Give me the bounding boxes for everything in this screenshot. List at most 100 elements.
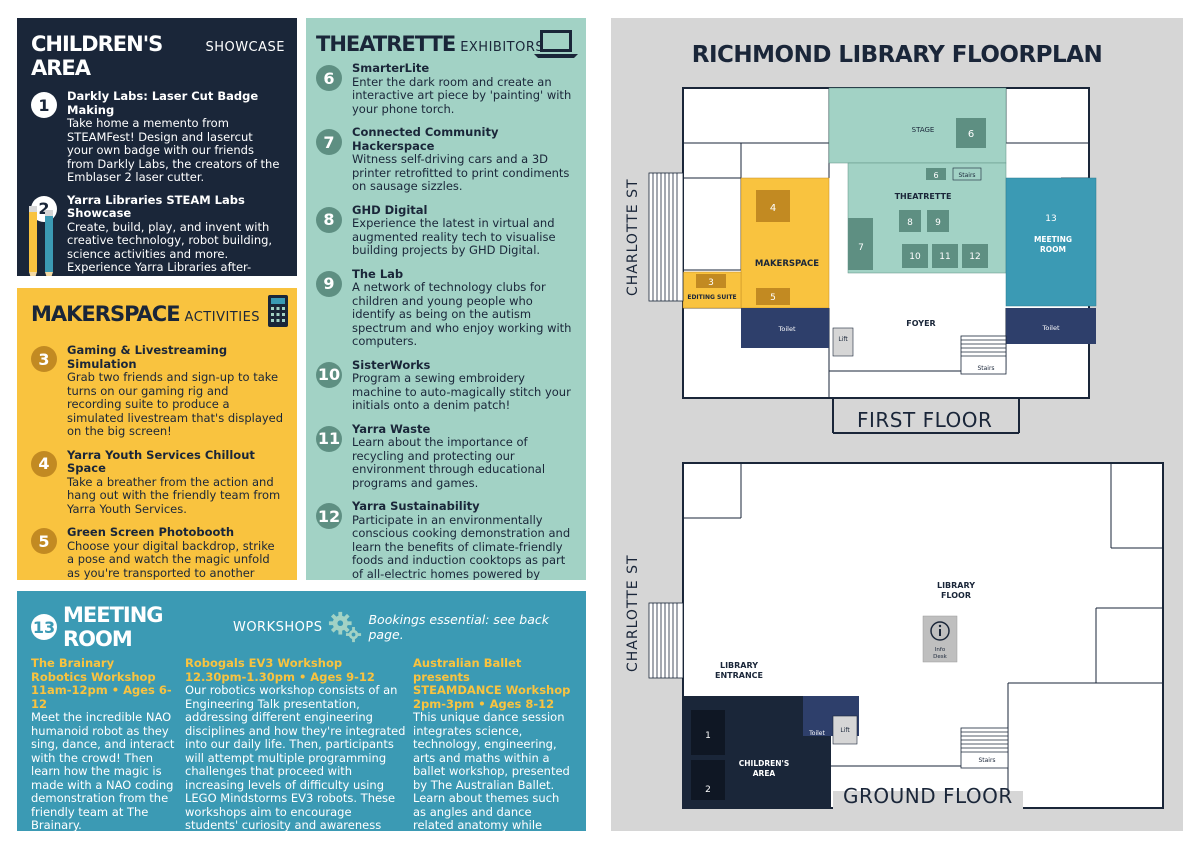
workshop-robogals: Robogals EV3 Workshop 12.30pm-1.30pm • A…	[185, 656, 407, 831]
workshop-brainary: The Brainary Robotics Workshop 11am-12pm…	[31, 656, 185, 831]
item-number: 5	[31, 528, 57, 554]
first-floor-label: FIRST FLOOR	[857, 408, 993, 432]
item-description: Take a breather from the action and hang…	[67, 474, 281, 516]
item-number: 1	[31, 92, 57, 118]
street-label: CHARLOTTE ST	[625, 178, 641, 296]
item-description: Witness self-driving cars and a 3D print…	[352, 152, 570, 193]
item-number: 9	[316, 270, 342, 297]
theatrette-room-label: THEATRETTE	[895, 192, 952, 201]
workshop-ballet: Australian Ballet presents STEAMDANCE Wo…	[413, 656, 573, 831]
list-item: 1 Darkly Labs: Laser Cut Badge Making Ta…	[31, 89, 285, 185]
item-title: Yarra Waste	[352, 421, 431, 436]
floorplan-title: RICHMOND LIBRARY FLOORPLAN	[691, 42, 1103, 68]
lift-label: Lift	[840, 727, 850, 734]
workshop-title: Robogals EV3 Workshop 12.30pm-1.30pm • A…	[185, 656, 407, 684]
childrens-area-header: CHILDREN'S AREA SHOWCASE	[31, 32, 285, 80]
item-number: 10	[316, 361, 342, 388]
meeting-room-label-line1: MEETING	[1034, 235, 1072, 244]
item-number: 8	[316, 206, 342, 233]
workshop-columns: The Brainary Robotics Workshop 11am-12pm…	[31, 656, 576, 831]
item-title: Gaming & Livestreaming Simulation	[67, 343, 228, 371]
booking-note: Bookings essential: see back page.	[368, 612, 550, 642]
item-title: Yarra Youth Services Chillout Space	[67, 447, 255, 475]
workshop-title-line: STEAMDANCE Workshop	[413, 683, 571, 697]
theatrette-header: THEATRETTE EXHIBITORS	[316, 32, 576, 56]
item-description: Create, build, play, and invent with cre…	[67, 219, 273, 276]
library-floor-label-line2: FLOOR	[941, 591, 971, 600]
editing-suite-label: EDITING SUITE	[687, 294, 736, 301]
item-description: Experience the latest in virtual and aug…	[352, 216, 556, 257]
calculator-icon	[268, 295, 288, 327]
toilet-label: Toilet	[808, 730, 825, 737]
makerspace-subtitle: ACTIVITIES	[184, 310, 261, 325]
stairs-label: Stairs	[978, 757, 995, 764]
workshop-title: The Brainary Robotics Workshop 11am-12pm…	[31, 656, 185, 711]
marker-10: 10	[909, 252, 921, 262]
workshop-time: 2pm-3pm • Ages 8-12	[413, 696, 555, 711]
marker-6-small: 6	[933, 171, 938, 180]
marker-6: 6	[968, 129, 974, 140]
marker-7: 7	[858, 243, 864, 253]
street-label: CHARLOTTE ST	[625, 554, 641, 672]
item-title: Darkly Labs: Laser Cut Badge Making	[67, 89, 259, 117]
item-number: 4	[31, 450, 57, 477]
item-description: Choose your digital backdrop, strike a p…	[67, 538, 275, 580]
library-entrance-label-line2: ENTRANCE	[715, 671, 763, 680]
laptop-icon	[534, 30, 578, 58]
item-title: Connected Community Hackerspace	[352, 125, 499, 153]
item-number: 13	[31, 614, 57, 640]
theatrette-subtitle: EXHIBITORS	[460, 40, 545, 55]
meeting-room-label-line2: ROOM	[1040, 245, 1066, 254]
item-title: SmarterLite	[352, 61, 430, 75]
library-floor-label-line1: LIBRARY	[937, 581, 975, 590]
ground-floor-label: GROUND FLOOR	[843, 784, 1013, 808]
theatrette-title: THEATRETTE	[316, 32, 456, 56]
workshop-title-line: Australian Ballet presents	[413, 656, 522, 684]
library-entrance-label-line1: LIBRARY	[720, 661, 758, 670]
item-description: Grab two friends and sign-up to take tur…	[67, 370, 284, 438]
makerspace-panel: MAKERSPACE ACTIVITIES 3 Gaming & Livestr…	[17, 288, 297, 580]
item-title: Green Screen Photobooth	[67, 525, 235, 539]
toilet-label: Toilet	[1041, 324, 1059, 332]
foyer-label: FOYER	[906, 319, 935, 328]
workshop-title-line: The Brainary	[31, 656, 115, 670]
item-title: GHD Digital	[352, 202, 428, 217]
marker-1: 1	[705, 731, 711, 741]
makerspace-room-label: MAKERSPACE	[755, 259, 819, 269]
childrens-area-subtitle: SHOWCASE	[205, 40, 285, 55]
workshop-description: Our robotics workshop consists of an Eng…	[185, 683, 406, 831]
marker-3: 3	[708, 278, 714, 288]
floorplan-panel: RICHMOND LIBRARY FLOORPLAN	[611, 18, 1183, 831]
item-description: Program a sewing embroidery machine to a…	[352, 371, 571, 412]
lift-label: Lift	[838, 336, 848, 343]
item-description: Participate in an environmentally consci…	[352, 512, 571, 580]
ground-floor-map: LIBRARY FLOOR Info Desk LIBRARY ENTRANCE…	[648, 462, 1164, 827]
makerspace-header: MAKERSPACE ACTIVITIES	[31, 302, 285, 326]
item-title: Yarra Sustainability	[352, 499, 480, 513]
childrens-area-label-line2: AREA	[753, 769, 776, 778]
childrens-area-title: CHILDREN'S AREA	[31, 32, 163, 80]
list-item: 3 Gaming & Livestreaming Simulation Grab…	[31, 343, 285, 439]
meeting-room-panel: 13 MEETING ROOM WORKSHOPS Bookings essen…	[17, 591, 586, 831]
info-icon	[930, 621, 950, 641]
makerspace-title: MAKERSPACE	[31, 302, 181, 326]
marker-2: 2	[705, 785, 711, 795]
first-floor-map: STAGE 6 6 Stairs THEATRETTE 4 MAKERSPACE…	[648, 87, 1097, 441]
pencils-icon	[29, 206, 53, 276]
marker-5: 5	[770, 293, 776, 303]
meeting-room-title: MEETING ROOM	[63, 603, 164, 651]
marker-12: 12	[969, 252, 980, 262]
workshop-description: Meet the incredible NAO humanoid robot a…	[31, 710, 175, 831]
item-description: Take home a memento from STEAMFest! Desi…	[67, 116, 280, 184]
item-title: Yarra Libraries STEAM Labs Showcase	[67, 192, 245, 220]
list-item: 4 Yarra Youth Services Chillout Space Ta…	[31, 447, 285, 517]
item-description: Enter the dark room and create an intera…	[352, 74, 572, 116]
item-number: 6	[316, 65, 342, 91]
